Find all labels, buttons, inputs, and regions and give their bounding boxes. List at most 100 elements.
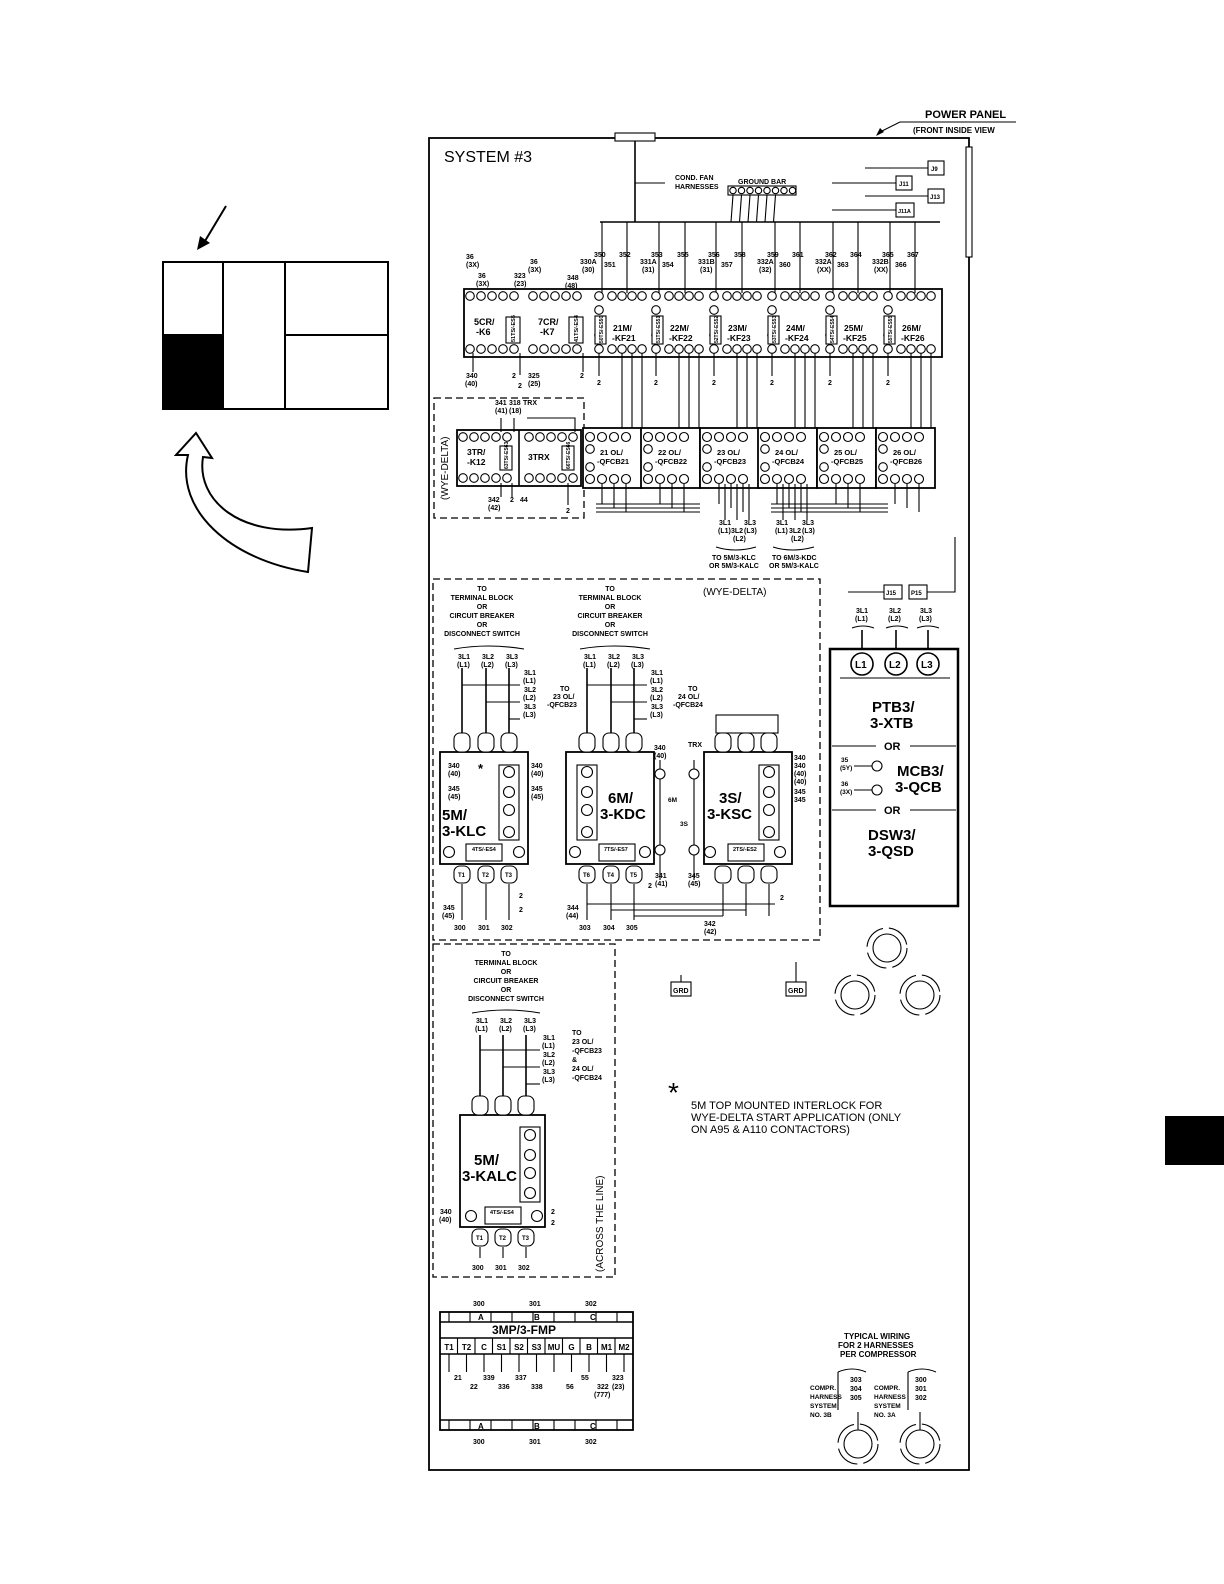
terminal: [674, 291, 684, 301]
ground-terminal: [746, 186, 754, 195]
wire-label: 340: [794, 763, 806, 770]
ts-label: 4TS/-ES4: [490, 1210, 515, 1216]
contactor-3-kalc-label: 3-KALC: [462, 1168, 517, 1185]
terminal: [842, 473, 854, 485]
terminal: [878, 462, 888, 472]
terminal: [524, 432, 534, 442]
wire-label: 2: [780, 895, 784, 902]
wire-label: 345: [448, 786, 460, 793]
interlock-label: 6M: [668, 797, 677, 804]
terminal: [578, 732, 596, 753]
pin-label: M2: [618, 1343, 630, 1352]
wire-label: (L3): [744, 528, 757, 535]
wire-label: 2: [770, 380, 774, 387]
terminal: [580, 803, 594, 817]
terminal: [523, 1148, 537, 1162]
terminal: [578, 865, 596, 884]
k7-label: -K7: [540, 327, 555, 337]
terminal: [737, 431, 749, 443]
wire-label: 301: [495, 1265, 507, 1272]
phase-label: (L2): [650, 695, 663, 702]
j9-label: J9: [931, 167, 938, 173]
terminal: [742, 344, 752, 354]
terminal: [684, 291, 694, 301]
terminal: [916, 291, 926, 301]
power-block: 3L1 (L1) 3L2 (L2) 3L3 (L3) L1 L2 L3 PTB3…: [828, 608, 960, 908]
ground-terminal: [771, 186, 780, 195]
terminal: [654, 473, 666, 485]
contactor-label: -KF21: [612, 333, 636, 343]
wire-label: 330A: [580, 259, 597, 266]
overload-label: -QFCB21: [597, 457, 629, 466]
wire-label: 22: [470, 1384, 478, 1391]
t-label: T1: [458, 873, 466, 879]
t-label: T6: [583, 873, 591, 879]
terminal: [760, 732, 778, 753]
phase-label: (L1): [523, 678, 536, 685]
pin-label: M1: [601, 1343, 613, 1352]
wire-label: 302: [585, 1439, 597, 1446]
pin-label: G: [568, 1343, 574, 1352]
terminal: [594, 344, 604, 354]
letter-label: C: [590, 1422, 596, 1431]
overload-label: -QFCB26: [890, 457, 922, 466]
wire-label: 3L3: [744, 520, 756, 527]
terminal: [477, 865, 495, 884]
contactor-label: 21M/: [613, 323, 633, 333]
wire-label: 302: [501, 925, 513, 932]
terminal: [901, 473, 913, 485]
terminal: [896, 344, 906, 354]
terminal: [713, 473, 725, 485]
terminal: [458, 432, 468, 442]
terminal: [688, 768, 700, 780]
terminal: [476, 344, 486, 354]
terminal: [561, 344, 571, 354]
letter-label: A: [478, 1313, 484, 1322]
terminal: [810, 291, 820, 301]
ts-label: 50TS/-ES50: [599, 316, 605, 343]
wire-label: (XX): [817, 267, 831, 274]
terminal: [502, 432, 512, 442]
harness-label: SYSTEM: [810, 1403, 837, 1410]
terminal: [694, 291, 704, 301]
wire-label: 362: [825, 252, 837, 259]
terminal: [585, 444, 595, 454]
wire-label: 331B: [698, 259, 715, 266]
qsd-label: 3-QSD: [868, 843, 914, 860]
harness-label: NO. 3B: [810, 1412, 832, 1419]
wire-label: 338: [531, 1384, 543, 1391]
grd-label-1: GRD: [673, 988, 689, 995]
to-label: -QFCB23: [547, 702, 577, 709]
terminal: [678, 473, 690, 485]
terminal: [830, 473, 842, 485]
terminal: [858, 344, 868, 354]
k6-label: -K6: [476, 327, 491, 337]
wire-label: 302: [585, 1301, 597, 1308]
terminal: [491, 432, 501, 442]
terminal: [752, 344, 762, 354]
to-label: CIRCUIT BREAKER: [474, 978, 539, 985]
p15-label: P15: [911, 591, 922, 597]
note-asterisk: *: [668, 1077, 679, 1108]
terminal: [916, 344, 926, 354]
terminal: [713, 431, 725, 443]
front-inside-view-label: (FRONT INSIDE VIEW: [913, 126, 995, 135]
wire-label: TRX: [523, 400, 537, 407]
locator-key: [162, 205, 389, 410]
overload-label: 26 OL/: [893, 448, 917, 457]
k12-label: -K12: [467, 457, 486, 467]
wire: [527, 417, 576, 432]
ts-label: 55TS/-ES55: [888, 316, 894, 343]
terminal: [901, 431, 913, 443]
wire-label: (L3): [802, 528, 815, 535]
phase-label: (L3): [523, 1026, 536, 1033]
wire-label: (41): [655, 881, 667, 888]
phase-label: (L2): [499, 1026, 512, 1033]
terminal: [572, 344, 582, 354]
terminal: [620, 473, 632, 485]
wire-label: 3L2: [731, 528, 743, 535]
interlock-label: 3S: [680, 821, 689, 828]
phase-label: 3L1: [584, 654, 596, 661]
wire-label: (45): [442, 913, 454, 920]
